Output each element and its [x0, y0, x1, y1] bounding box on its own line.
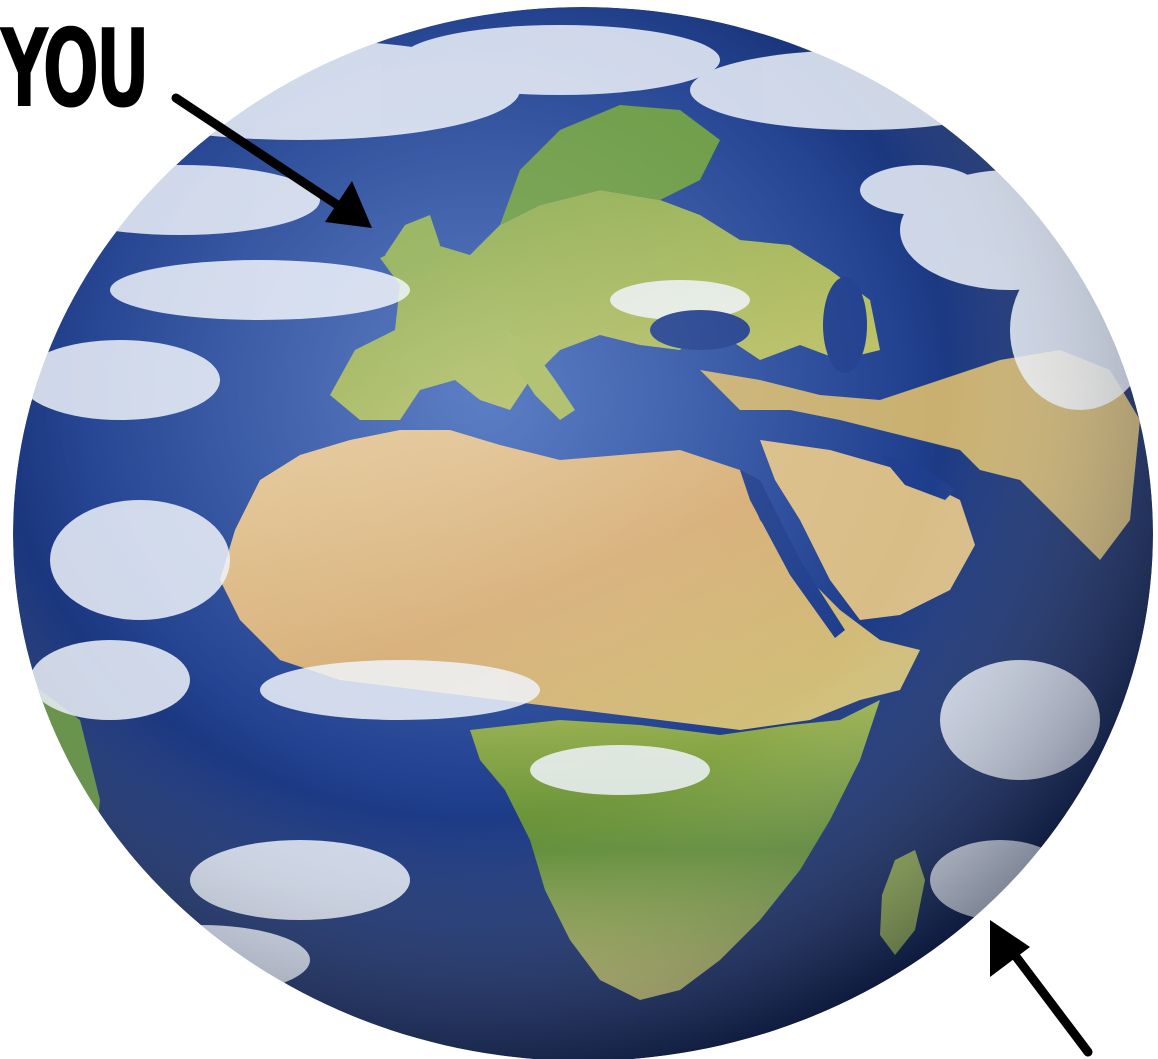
arrow-pointing-to-europe-icon — [171, 93, 372, 228]
globe-shading — [13, 7, 1153, 1059]
arrow-pointing-to-globe-edge-icon — [990, 920, 1093, 1057]
you-label: YOU — [0, 7, 150, 132]
globe — [13, 7, 1153, 1059]
